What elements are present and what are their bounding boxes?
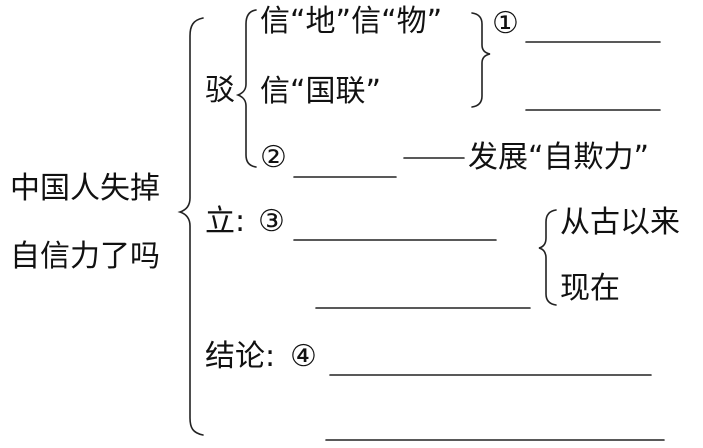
conclusion-label: 结论: bbox=[205, 339, 276, 374]
claim-league-of-nations: 信“国联” bbox=[260, 74, 382, 109]
develop-self-deception: 发展“自欺力” bbox=[468, 140, 650, 175]
blank-4-marker: ④ bbox=[290, 339, 317, 374]
topic-line-1: 中国人失掉 bbox=[10, 171, 160, 206]
blank-3-marker: ③ bbox=[258, 204, 285, 239]
claim-land-things: 信“地”信“物” bbox=[260, 4, 443, 39]
establish-label: 立: bbox=[205, 204, 246, 239]
refute-label: 驳 bbox=[205, 73, 235, 108]
refute-brace bbox=[235, 9, 257, 168]
blank-1-marker: ① bbox=[492, 6, 519, 41]
topic-line-2: 自信力了吗 bbox=[10, 239, 160, 274]
claims-brace bbox=[471, 12, 491, 108]
nowadays: 现在 bbox=[560, 271, 620, 306]
main-brace bbox=[177, 17, 204, 436]
since-ancient-times: 从古以来 bbox=[560, 205, 680, 240]
blank-2-marker: ② bbox=[260, 140, 287, 175]
establish-brace bbox=[538, 209, 557, 306]
